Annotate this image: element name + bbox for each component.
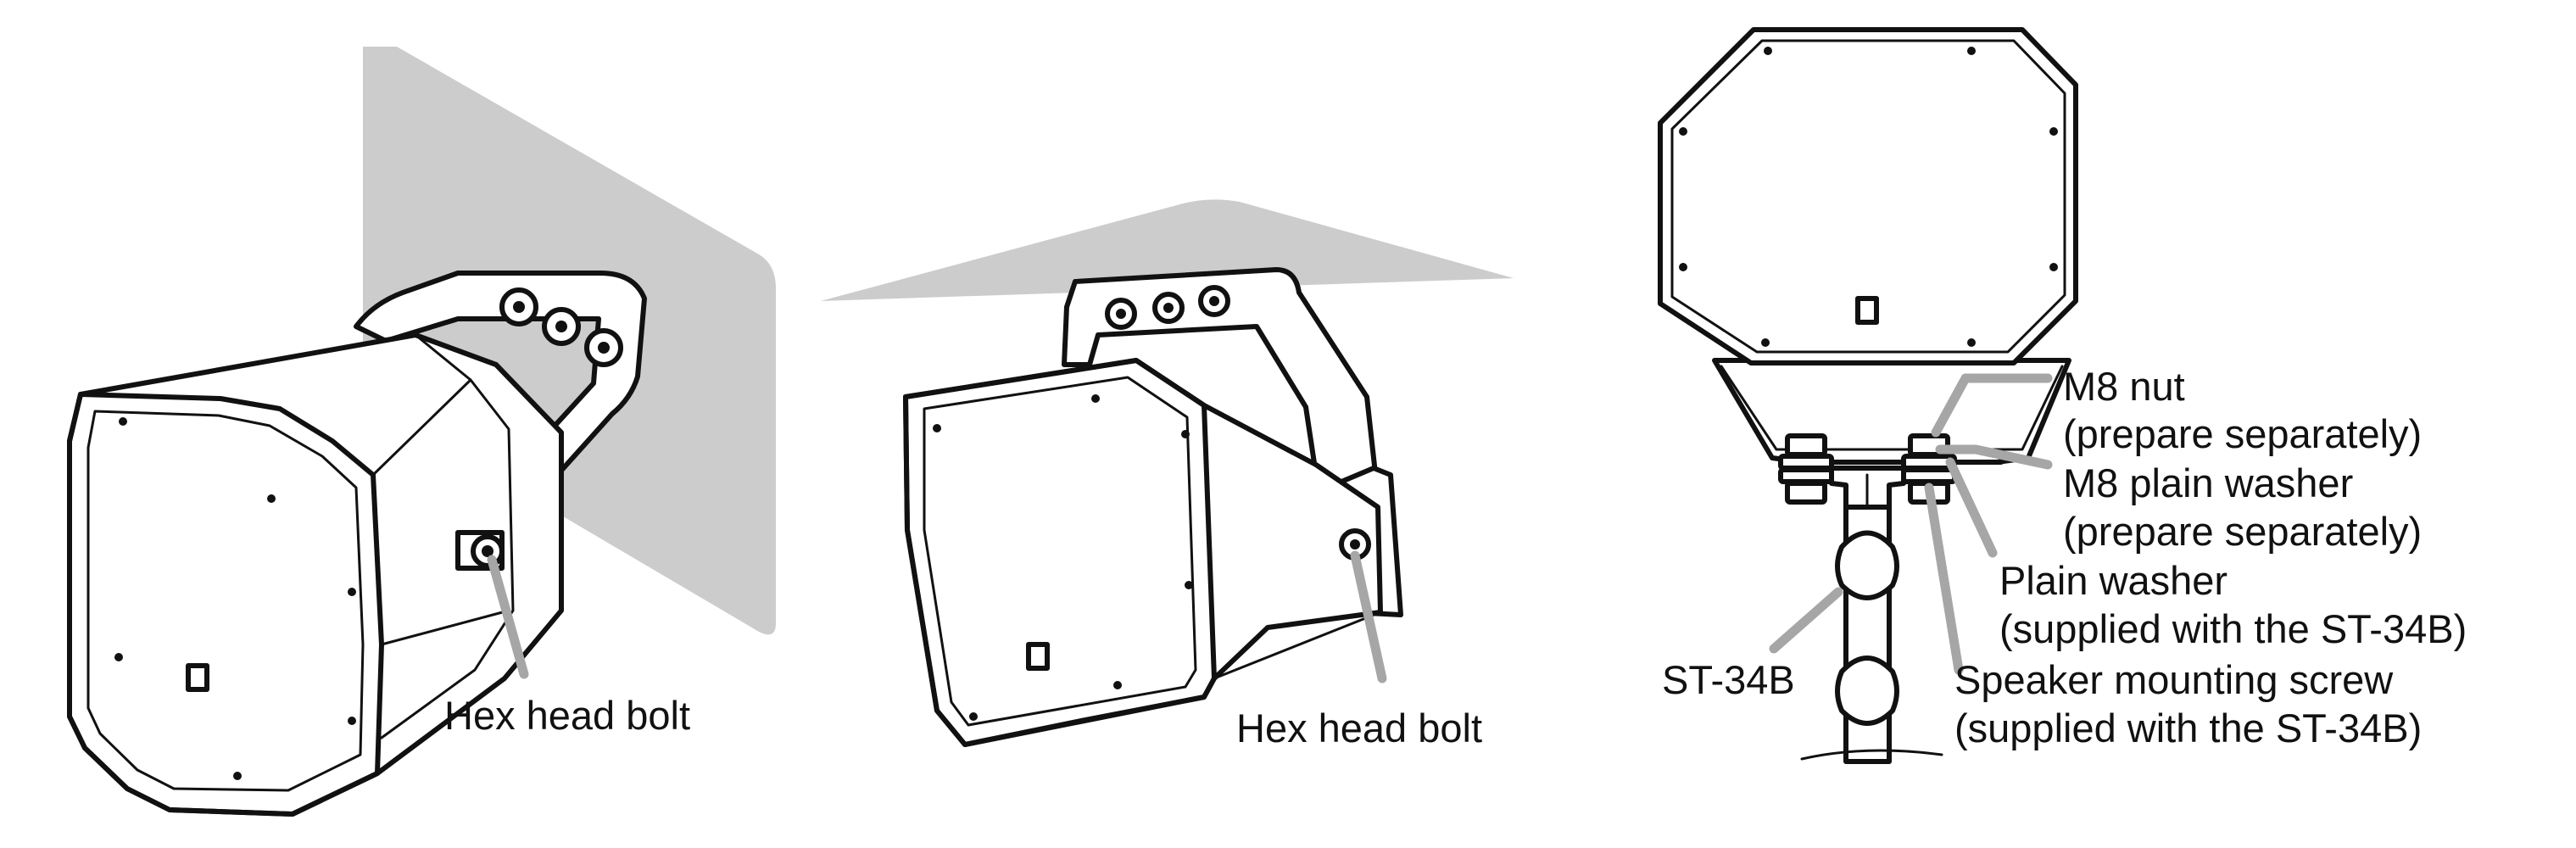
plain-washer-note: (supplied with the ST-34B) [1999, 606, 2467, 651]
stand-mount-figure: M8 nut (prepare separately) M8 plain was… [1658, 27, 2467, 764]
stand-leader-lines [1769, 373, 2053, 675]
m8-nut-note: (prepare separately) [2063, 411, 2422, 456]
front-speaker [1658, 27, 2078, 465]
m8-nut-label: M8 nut [2063, 364, 2185, 409]
wall-mount-figure: Hex head bolt [67, 47, 776, 817]
m8-plain-washer-label: M8 plain washer [2063, 460, 2353, 505]
ceiling-speaker [903, 358, 1383, 747]
m8-plain-washer-note: (prepare separately) [2063, 509, 2422, 554]
speaker-mounting-screw-label: Speaker mounting screw [1954, 657, 2394, 702]
plain-washer-label: Plain washer [1999, 558, 2228, 603]
hex-head-bolt-leader-1 [487, 555, 529, 679]
st-34b-stand [1800, 466, 1943, 764]
wall-speaker [67, 332, 564, 817]
st-34b-label: ST-34B [1662, 657, 1795, 702]
hex-head-bolt-label-1: Hex head bolt [444, 693, 690, 738]
hex-head-bolt-leader-2 [1350, 550, 1387, 683]
ceiling-mount-figure: Hex head bolt [821, 199, 1514, 750]
hex-head-bolt-label-2: Hex head bolt [1236, 706, 1482, 750]
speaker-mounting-screw-note: (supplied with the ST-34B) [1954, 706, 2422, 750]
ceiling-surface [821, 199, 1514, 301]
